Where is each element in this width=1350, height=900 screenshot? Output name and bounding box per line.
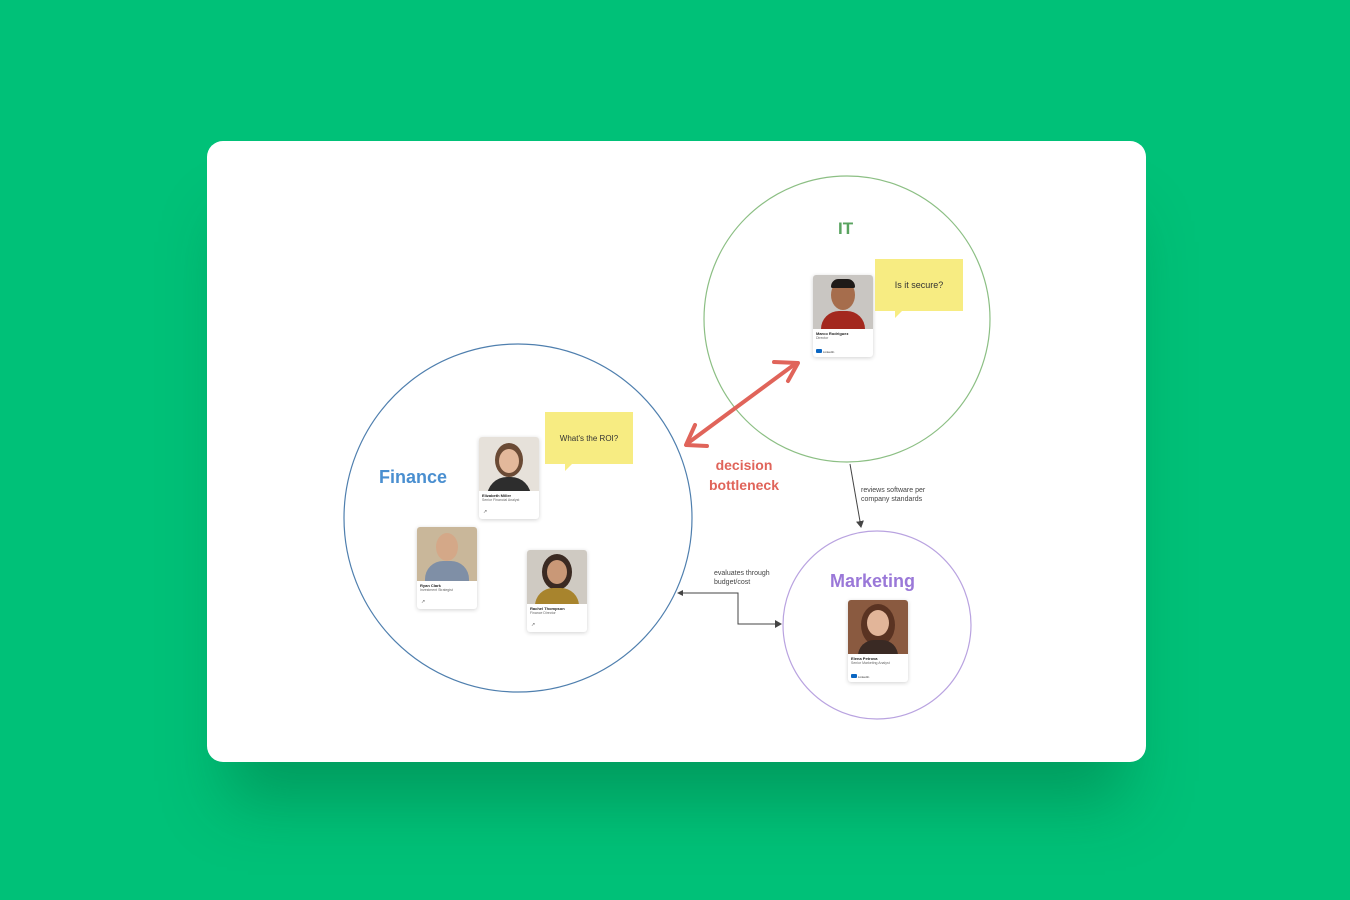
marketing-circle bbox=[782, 530, 972, 720]
it-marketing-edge-label: reviews software per company standards bbox=[861, 486, 951, 504]
diagram-lines bbox=[343, 175, 991, 720]
person-card-ryan[interactable]: Ryan Clark Investment Strategist ↗ bbox=[417, 527, 477, 609]
brand-label: LinkedIn bbox=[858, 675, 870, 679]
link-icon: ↗ bbox=[421, 599, 426, 605]
finance-marketing-connector bbox=[679, 592, 782, 628]
person-name: Elena Petrova bbox=[851, 656, 878, 661]
linkedin-icon bbox=[816, 349, 822, 353]
it-title: IT bbox=[838, 219, 854, 238]
finance-connector-arrowhead bbox=[677, 590, 683, 596]
edge-label-line: budget/cost bbox=[714, 579, 751, 586]
person-role: Director bbox=[816, 336, 829, 340]
brand-label: LinkedIn bbox=[823, 350, 835, 354]
edge-label-line: company standards bbox=[861, 496, 923, 503]
avatar bbox=[813, 275, 873, 329]
marketing-title: Marketing bbox=[830, 571, 916, 591]
it-to-marketing-connector bbox=[849, 463, 864, 528]
person-role: Finance Director bbox=[530, 611, 556, 615]
avatar bbox=[479, 437, 539, 491]
person-role: Senior Financial Analyst bbox=[482, 498, 520, 502]
decision-bottleneck-label: decision bottleneck bbox=[699, 455, 789, 495]
bottleneck-line-1: decision bbox=[715, 457, 773, 473]
it-circle bbox=[703, 175, 991, 463]
finance-circle bbox=[343, 343, 693, 693]
avatar bbox=[527, 550, 587, 604]
person-name: Elizabeth Miller bbox=[482, 493, 512, 498]
bottleneck-line-2: bottleneck bbox=[708, 477, 779, 493]
person-card-marco[interactable]: Marco Rodriguez Director LinkedIn bbox=[813, 275, 873, 357]
diagram-board: Finance IT Marketing Elizabeth Miller Se… bbox=[207, 141, 1146, 762]
linkedin-icon bbox=[851, 674, 857, 678]
person-name: Marco Rodriguez bbox=[816, 331, 849, 336]
person-name: Rachel Thompson bbox=[530, 606, 565, 611]
bottleneck-arrow bbox=[684, 360, 800, 448]
link-icon: ↗ bbox=[531, 622, 536, 628]
person-role: Senior Marketing Analyst bbox=[851, 661, 890, 665]
person-card-rachel[interactable]: Rachel Thompson Finance Director ↗ bbox=[527, 550, 587, 632]
edge-label-line: reviews software per bbox=[861, 487, 926, 494]
finance-title: Finance bbox=[379, 467, 448, 487]
sticky-note-secure[interactable]: Is it secure? bbox=[875, 259, 963, 318]
avatar bbox=[417, 527, 477, 581]
person-card-elizabeth[interactable]: Elizabeth Miller Senior Financial Analys… bbox=[479, 437, 539, 519]
person-card-elena[interactable]: Elena Petrova Senior Marketing Analyst L… bbox=[848, 600, 908, 682]
link-icon: ↗ bbox=[483, 509, 488, 515]
person-role: Investment Strategist bbox=[420, 588, 453, 592]
avatar bbox=[848, 600, 908, 654]
person-name: Ryan Clark bbox=[420, 583, 441, 588]
edge-label-line: evaluates through bbox=[714, 570, 770, 577]
sticky-note-roi[interactable]: What's the ROI? bbox=[545, 412, 633, 471]
finance-marketing-edge-label: evaluates through budget/cost bbox=[714, 569, 794, 587]
